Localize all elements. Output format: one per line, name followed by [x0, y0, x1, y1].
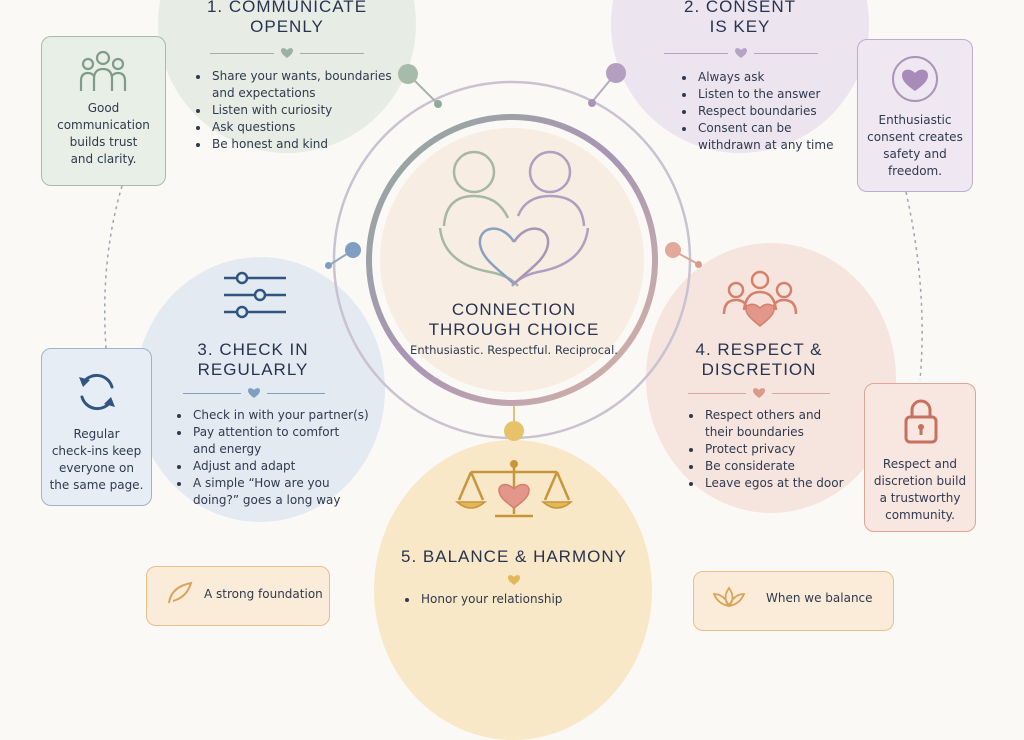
- card-line: Enthusiastic: [878, 113, 952, 127]
- card-line: builds trust: [69, 135, 138, 149]
- list-item: and expectations: [212, 86, 316, 100]
- list-item: withdrawn at any time: [698, 138, 834, 152]
- heart-icon: [248, 388, 260, 398]
- consent-ring-dot: [588, 99, 596, 107]
- card-line: and clarity.: [70, 152, 137, 166]
- respect-bullets: Respect others and their boundaries Prot…: [689, 407, 873, 492]
- communicate-connector-dot: [398, 64, 418, 84]
- heart-icon: [281, 48, 293, 58]
- card-line: a trustworthy: [879, 491, 961, 505]
- respect-title-line2: DISCRETION: [701, 360, 817, 379]
- communicate-title-line1: 1. COMMUNICATE: [206, 0, 368, 16]
- list-item: Ask questions: [210, 119, 400, 136]
- refresh-icon: [79, 373, 115, 411]
- enthusiastic-card: Enthusiastic consent creates safety and …: [857, 39, 973, 192]
- list-item: Be considerate: [703, 458, 873, 475]
- heart-icon: [508, 575, 520, 585]
- communicate-title: 1. COMMUNICATE OPENLY: [185, 0, 389, 37]
- list-item: Check in with your partner(s): [191, 407, 391, 424]
- list-item: Listen with curiosity: [210, 102, 400, 119]
- checkins-card: Regular check-ins keep everyone on the s…: [41, 348, 152, 506]
- respect-divider: [688, 387, 830, 399]
- balance-note-card: When we balance: [693, 571, 894, 631]
- list-item: Respect boundaries: [696, 103, 866, 120]
- list-item: Listen to the answer: [696, 86, 866, 103]
- card-line: check-ins keep: [51, 444, 142, 458]
- list-item: doing?” goes a long way: [193, 493, 341, 507]
- card-line: safety and: [883, 147, 947, 161]
- checkin-title: 3. CHECK IN REGULARLY: [150, 340, 356, 380]
- center-title: CONNECTION THROUGH CHOICE: [392, 300, 636, 340]
- card-line: Regular: [73, 427, 120, 441]
- center-hub: [380, 128, 644, 392]
- leaf-icon: [168, 581, 193, 604]
- checkin-ring-dot: [325, 262, 332, 269]
- respect-title-line1: 4. RESPECT &: [695, 340, 823, 359]
- communicate-title-line2: OPENLY: [250, 17, 324, 36]
- center-title-line1: CONNECTION: [451, 300, 577, 319]
- checkin-title-line1: 3. CHECK IN: [197, 340, 309, 359]
- lotus-icon: [712, 586, 746, 608]
- card-line: discretion build: [873, 474, 967, 488]
- communicate-ring-dot: [434, 100, 442, 108]
- lock-icon: [904, 399, 938, 444]
- list-item: Adjust and adapt: [191, 458, 391, 475]
- respect-ring-dot: [695, 261, 702, 268]
- heart-icon: [735, 48, 747, 58]
- list-item: A simple “How are you: [191, 475, 391, 492]
- balance-title: 5. BALANCE & HARMONY: [401, 547, 627, 566]
- list-item: Consent can be: [696, 120, 866, 137]
- consent-title-line2: IS KEY: [709, 17, 771, 36]
- card-line: A strong foundation: [204, 587, 323, 601]
- list-item: Protect privacy: [703, 441, 873, 458]
- respect-title: 4. RESPECT & DISCRETION: [656, 340, 862, 380]
- list-item: Respect others and: [703, 407, 873, 424]
- two-people-heart-icon: [438, 150, 590, 287]
- list-item: their boundaries: [705, 425, 804, 439]
- communicate-divider: [210, 47, 364, 59]
- card-line: When we balance: [766, 591, 873, 605]
- list-item: Be honest and kind: [210, 136, 400, 153]
- checkin-title-line2: REGULARLY: [197, 360, 309, 379]
- consent-title: 2. CONSENT IS KEY: [638, 0, 842, 37]
- card-line: consent creates: [867, 130, 963, 144]
- card-line: communication: [57, 118, 150, 132]
- list-item: Always ask: [696, 69, 866, 86]
- communication-card: Good communication builds trust and clar…: [41, 36, 166, 186]
- card-line: the same page.: [49, 478, 144, 492]
- list-item: Pay attention to comfort: [191, 424, 391, 441]
- balance-connector-dot: [504, 421, 524, 441]
- discretion-card: Respect and discretion build a trustwort…: [864, 383, 976, 532]
- card-line: Respect and: [882, 457, 958, 471]
- card-line: Good: [87, 101, 120, 115]
- respect-connector-dot: [665, 242, 681, 258]
- foundation-card: A strong foundation: [146, 566, 330, 626]
- consent-connector-dot: [606, 63, 626, 83]
- heart-icon: [892, 56, 938, 102]
- community-heart-icon: [722, 270, 798, 327]
- list-item: and energy: [193, 442, 262, 456]
- center-title-line2: THROUGH CHOICE: [428, 320, 600, 339]
- card-line: freedom.: [887, 164, 943, 178]
- consent-divider: [664, 47, 818, 59]
- communicate-bullets: Share your wants, boundaries and expecta…: [196, 68, 400, 153]
- list-item: Leave egos at the door: [703, 475, 873, 492]
- people-group-icon: [79, 50, 127, 91]
- consent-title-line1: 2. CONSENT: [683, 0, 797, 16]
- card-line: everyone on: [59, 461, 134, 475]
- card-line: community.: [885, 508, 955, 522]
- scales-heart-icon: [455, 460, 573, 518]
- checkin-connector-dot: [345, 242, 361, 258]
- sliders-icon: [224, 271, 286, 319]
- list-item: Share your wants, boundaries: [210, 68, 400, 85]
- consent-bullets: Always ask Listen to the answer Respect …: [682, 69, 866, 154]
- heart-icon: [753, 388, 765, 398]
- checkin-bullets: Check in with your partner(s) Pay attent…: [177, 407, 391, 509]
- checkin-divider: [183, 387, 325, 399]
- center-tagline: Enthusiastic. Respectful. Reciprocal.: [410, 343, 618, 357]
